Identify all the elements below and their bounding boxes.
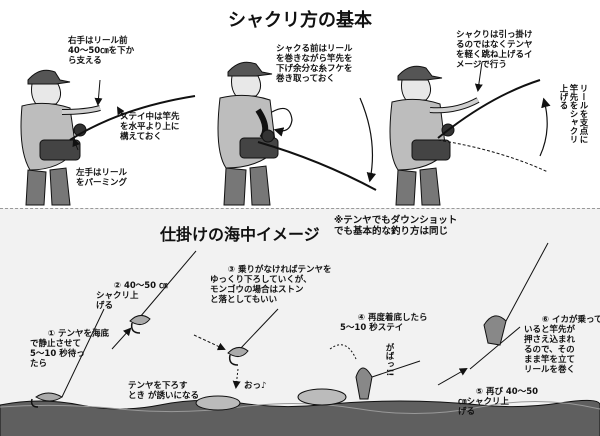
hooked-squid bbox=[483, 242, 549, 346]
cuttlefish-2 bbox=[297, 388, 347, 406]
step-3: ③ 乗りがなければテンヤを ゆっくり下ろしていくが、 モンゴウの場合はストン と… bbox=[210, 265, 332, 305]
step-4: ④ 再度着底したら 5〜10 秒ステイ bbox=[340, 313, 428, 333]
bottom-note: ※テンヤでもダウンショット でも基本的な釣り方は同じ bbox=[334, 215, 458, 237]
tenya-lure-3 bbox=[193, 308, 279, 389]
label-pull: シャクりは引っ掛け るのではなくテンヤ を軽く跳ね上げるイ メージで行う bbox=[456, 30, 533, 70]
label-lure-descent: テンヤを下ろす とき が誘いになる bbox=[128, 381, 199, 401]
anglers-drawing bbox=[20, 61, 551, 206]
label-vertical: リールを支点に 竿先をシャクリ 上げる bbox=[558, 84, 588, 144]
step-6: ⑥ イカが乗って いると竿先が 押さえ込まれ るので、その まま竿を立て リール… bbox=[524, 315, 600, 375]
angler-2 bbox=[217, 61, 377, 206]
label-before-jerk: シャクる前はリール を巻きながら竿先を 下げ余分な糸フケを 巻き取っておく bbox=[276, 44, 353, 84]
angler-3 bbox=[389, 61, 551, 206]
underwater-drawing bbox=[0, 242, 600, 436]
cuttlefish-1 bbox=[195, 395, 241, 411]
top-title: シャクリ方の基本 bbox=[228, 10, 372, 31]
tenya-lure-1 bbox=[30, 308, 105, 408]
label-left-hand: 左手はリール をパーミング bbox=[76, 168, 128, 188]
step-2: ② 40〜50 ㎝ シャクリ上 げる bbox=[96, 281, 168, 311]
step-5: ⑤ 再び 40〜50 ㎝シャクリ上 げる bbox=[458, 387, 539, 417]
squid-attack bbox=[329, 344, 421, 400]
bottom-title: 仕掛けの海中イメージ bbox=[160, 225, 320, 244]
tenya-lure-5 bbox=[437, 326, 521, 386]
step-1: ① テンヤを海底 で静止させて 5〜10 秒待っ たら bbox=[30, 329, 109, 369]
basic-jerk-panel: シャクリ方の基本 bbox=[0, 0, 600, 208]
underwater-panel: 仕掛けの海中イメージ ※テンヤでもダウンショット でも基本的な釣り方は同じ bbox=[0, 208, 600, 436]
angler-1 bbox=[20, 69, 196, 206]
tenya-lure-2 bbox=[111, 250, 197, 350]
sfx-oh: おっ♪ bbox=[244, 381, 267, 391]
sfx-gaba: がばっ!! bbox=[384, 343, 394, 377]
label-stay: ステイ中は竿先 を水平より上に 構えておく bbox=[120, 112, 180, 142]
label-right-hand: 右手はリール前 40〜50㎝を下か ら支える bbox=[68, 36, 135, 66]
